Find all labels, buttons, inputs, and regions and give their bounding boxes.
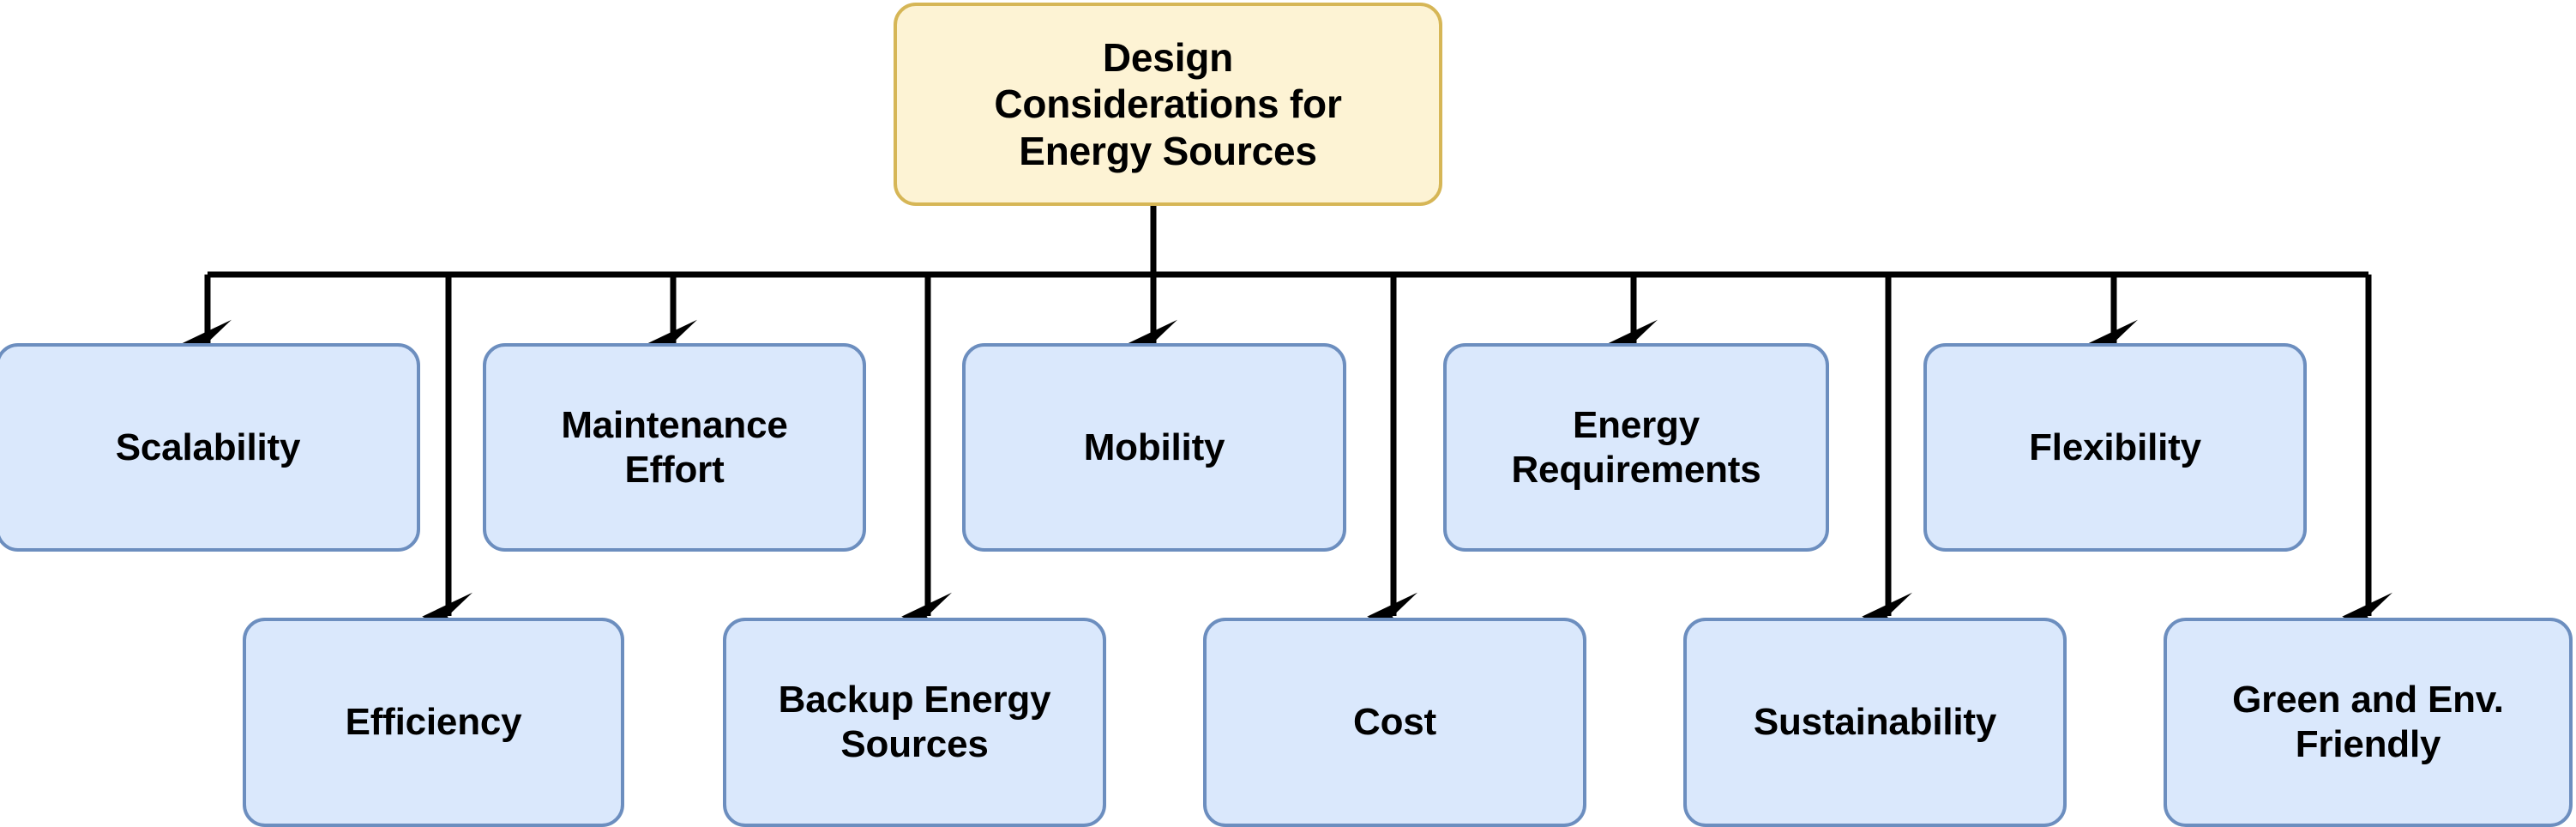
node-efficiency-label: Efficiency — [345, 701, 522, 744]
node-mobility-label: Mobility — [1083, 426, 1225, 468]
node-sustainability-label: Sustainability — [1753, 701, 1997, 744]
node-scalability[interactable]: Scalability — [0, 343, 420, 552]
node-maintenance-effort[interactable]: Maintenance Effort — [483, 343, 866, 552]
node-scalability-label: Scalability — [115, 426, 301, 468]
node-green-and-env-friendly-label: Green and Env. Friendly — [2232, 679, 2504, 765]
node-flexibility[interactable]: Flexibility — [1923, 343, 2307, 552]
node-mobility[interactable]: Mobility — [962, 343, 1346, 552]
node-cost-label: Cost — [1353, 701, 1436, 744]
node-cost[interactable]: Cost — [1203, 618, 1586, 827]
node-efficiency[interactable]: Efficiency — [243, 618, 624, 827]
node-green-and-env-friendly[interactable]: Green and Env. Friendly — [2164, 618, 2573, 827]
node-sustainability[interactable]: Sustainability — [1683, 618, 2067, 827]
node-energy-requirements[interactable]: Energy Requirements — [1443, 343, 1829, 552]
edge-bus-line — [208, 206, 2368, 278]
node-backup-energy-sources-label: Backup Energy Sources — [778, 679, 1051, 765]
node-root-label: Design Considerations for Energy Sources — [994, 35, 1342, 173]
node-flexibility-label: Flexibility — [2029, 426, 2201, 468]
node-energy-requirements-label: Energy Requirements — [1511, 403, 1761, 491]
node-backup-energy-sources[interactable]: Backup Energy Sources — [723, 618, 1106, 827]
node-maintenance-effort-label: Maintenance Effort — [561, 403, 788, 491]
node-root[interactable]: Design Considerations for Energy Sources — [894, 3, 1442, 206]
